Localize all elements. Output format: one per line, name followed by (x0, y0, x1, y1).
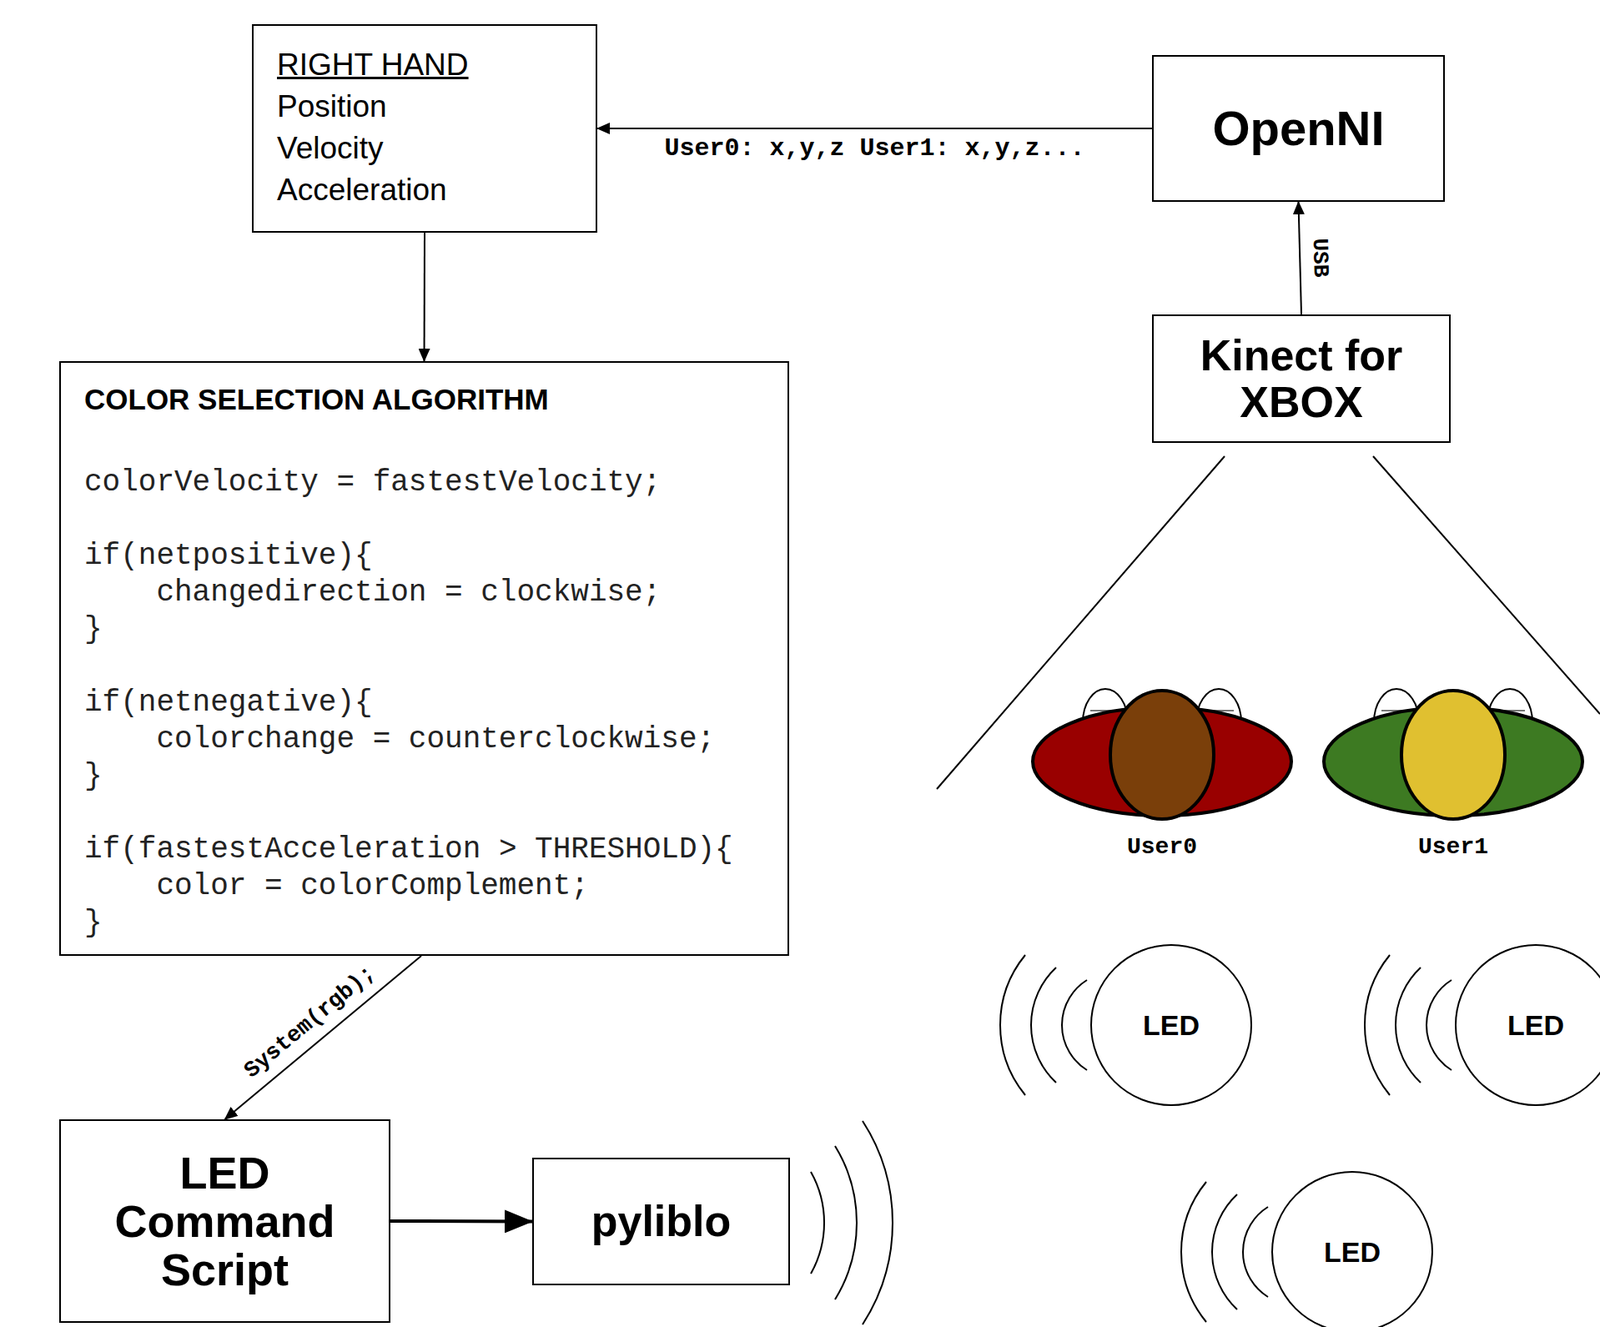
led-circle: LED (1270, 1170, 1434, 1327)
wave-arc (1181, 1182, 1207, 1323)
process-box: OpenNI (1152, 55, 1445, 202)
led-label: LED (1323, 1236, 1381, 1269)
script-box: LED Command Script (59, 1119, 391, 1324)
user-head (1401, 690, 1505, 820)
code-line: colorVelocity = fastestVelocity; (84, 464, 768, 502)
wave-arc (1031, 967, 1057, 1083)
heading: COLOR SELECTION ALGORITHM (84, 379, 768, 420)
connector-arrow (390, 1219, 533, 1224)
heading: RIGHT HAND (276, 44, 579, 86)
led-circle: LED (1454, 943, 1600, 1107)
wave-arc (1364, 955, 1390, 1096)
connector-arrow (597, 127, 1153, 130)
wave-arc (1212, 1194, 1238, 1310)
circle-outline (1455, 945, 1600, 1106)
user-figures (1032, 689, 1583, 820)
box-label: LED Command Script (100, 1148, 351, 1295)
code-line: color = colorComplement; (84, 868, 768, 906)
connector-arrow (225, 955, 423, 1120)
user-head (1110, 690, 1214, 820)
led-circle: LED (1089, 943, 1253, 1107)
wave-arc (1000, 955, 1026, 1096)
circle-outline (1272, 1172, 1433, 1327)
code-line: colorchange = counterclockwise; (84, 721, 768, 759)
code-line: } (84, 758, 768, 795)
edge-label: USB (1307, 235, 1333, 281)
code-line: if(netpositive){ (84, 538, 768, 575)
led-label: LED (1142, 1009, 1200, 1042)
code-line: if(fastestAcceleration > THRESHOLD){ (84, 831, 768, 869)
circle-outline (1091, 945, 1252, 1106)
code-line: } (84, 905, 768, 942)
code-line: } (84, 611, 768, 649)
attribute: Velocity (276, 127, 579, 170)
led-label: LED (1507, 1009, 1565, 1042)
code-line: if(netnegative){ (84, 684, 768, 722)
connector-arrow (423, 232, 427, 362)
wave-arc (862, 1121, 893, 1325)
box-label: OpenNI (1212, 102, 1384, 156)
box-label: pyliblo (591, 1197, 732, 1245)
wave-arc (1426, 980, 1452, 1071)
attribute: Position (276, 85, 579, 128)
code-line: changedirection = clockwise; (84, 574, 768, 612)
wave-arc (835, 1146, 857, 1300)
edge-label: User0: x,y,z User1: x,y,z... (661, 135, 1087, 163)
algorithm-box: COLOR SELECTION ALGORITHM colorVelocity =… (59, 361, 790, 956)
user-label: User1 (1418, 834, 1489, 861)
attribute: Acceleration (276, 169, 579, 212)
input-box: RIGHT HANDPositionVelocityAcceleration (251, 24, 598, 233)
connector-arrow (1298, 201, 1303, 315)
wave-arc (1061, 980, 1087, 1071)
user-label: User0 (1127, 834, 1198, 861)
wave-arc (810, 1172, 825, 1274)
wave-arc (1242, 1207, 1268, 1298)
library-box: pyliblo (532, 1157, 790, 1286)
device-box: Kinect for XBOX (1152, 314, 1451, 443)
wave-arc (1395, 967, 1421, 1083)
box-label: Kinect for XBOX (1163, 332, 1439, 426)
edge-label: System(rgb); (237, 959, 383, 1086)
